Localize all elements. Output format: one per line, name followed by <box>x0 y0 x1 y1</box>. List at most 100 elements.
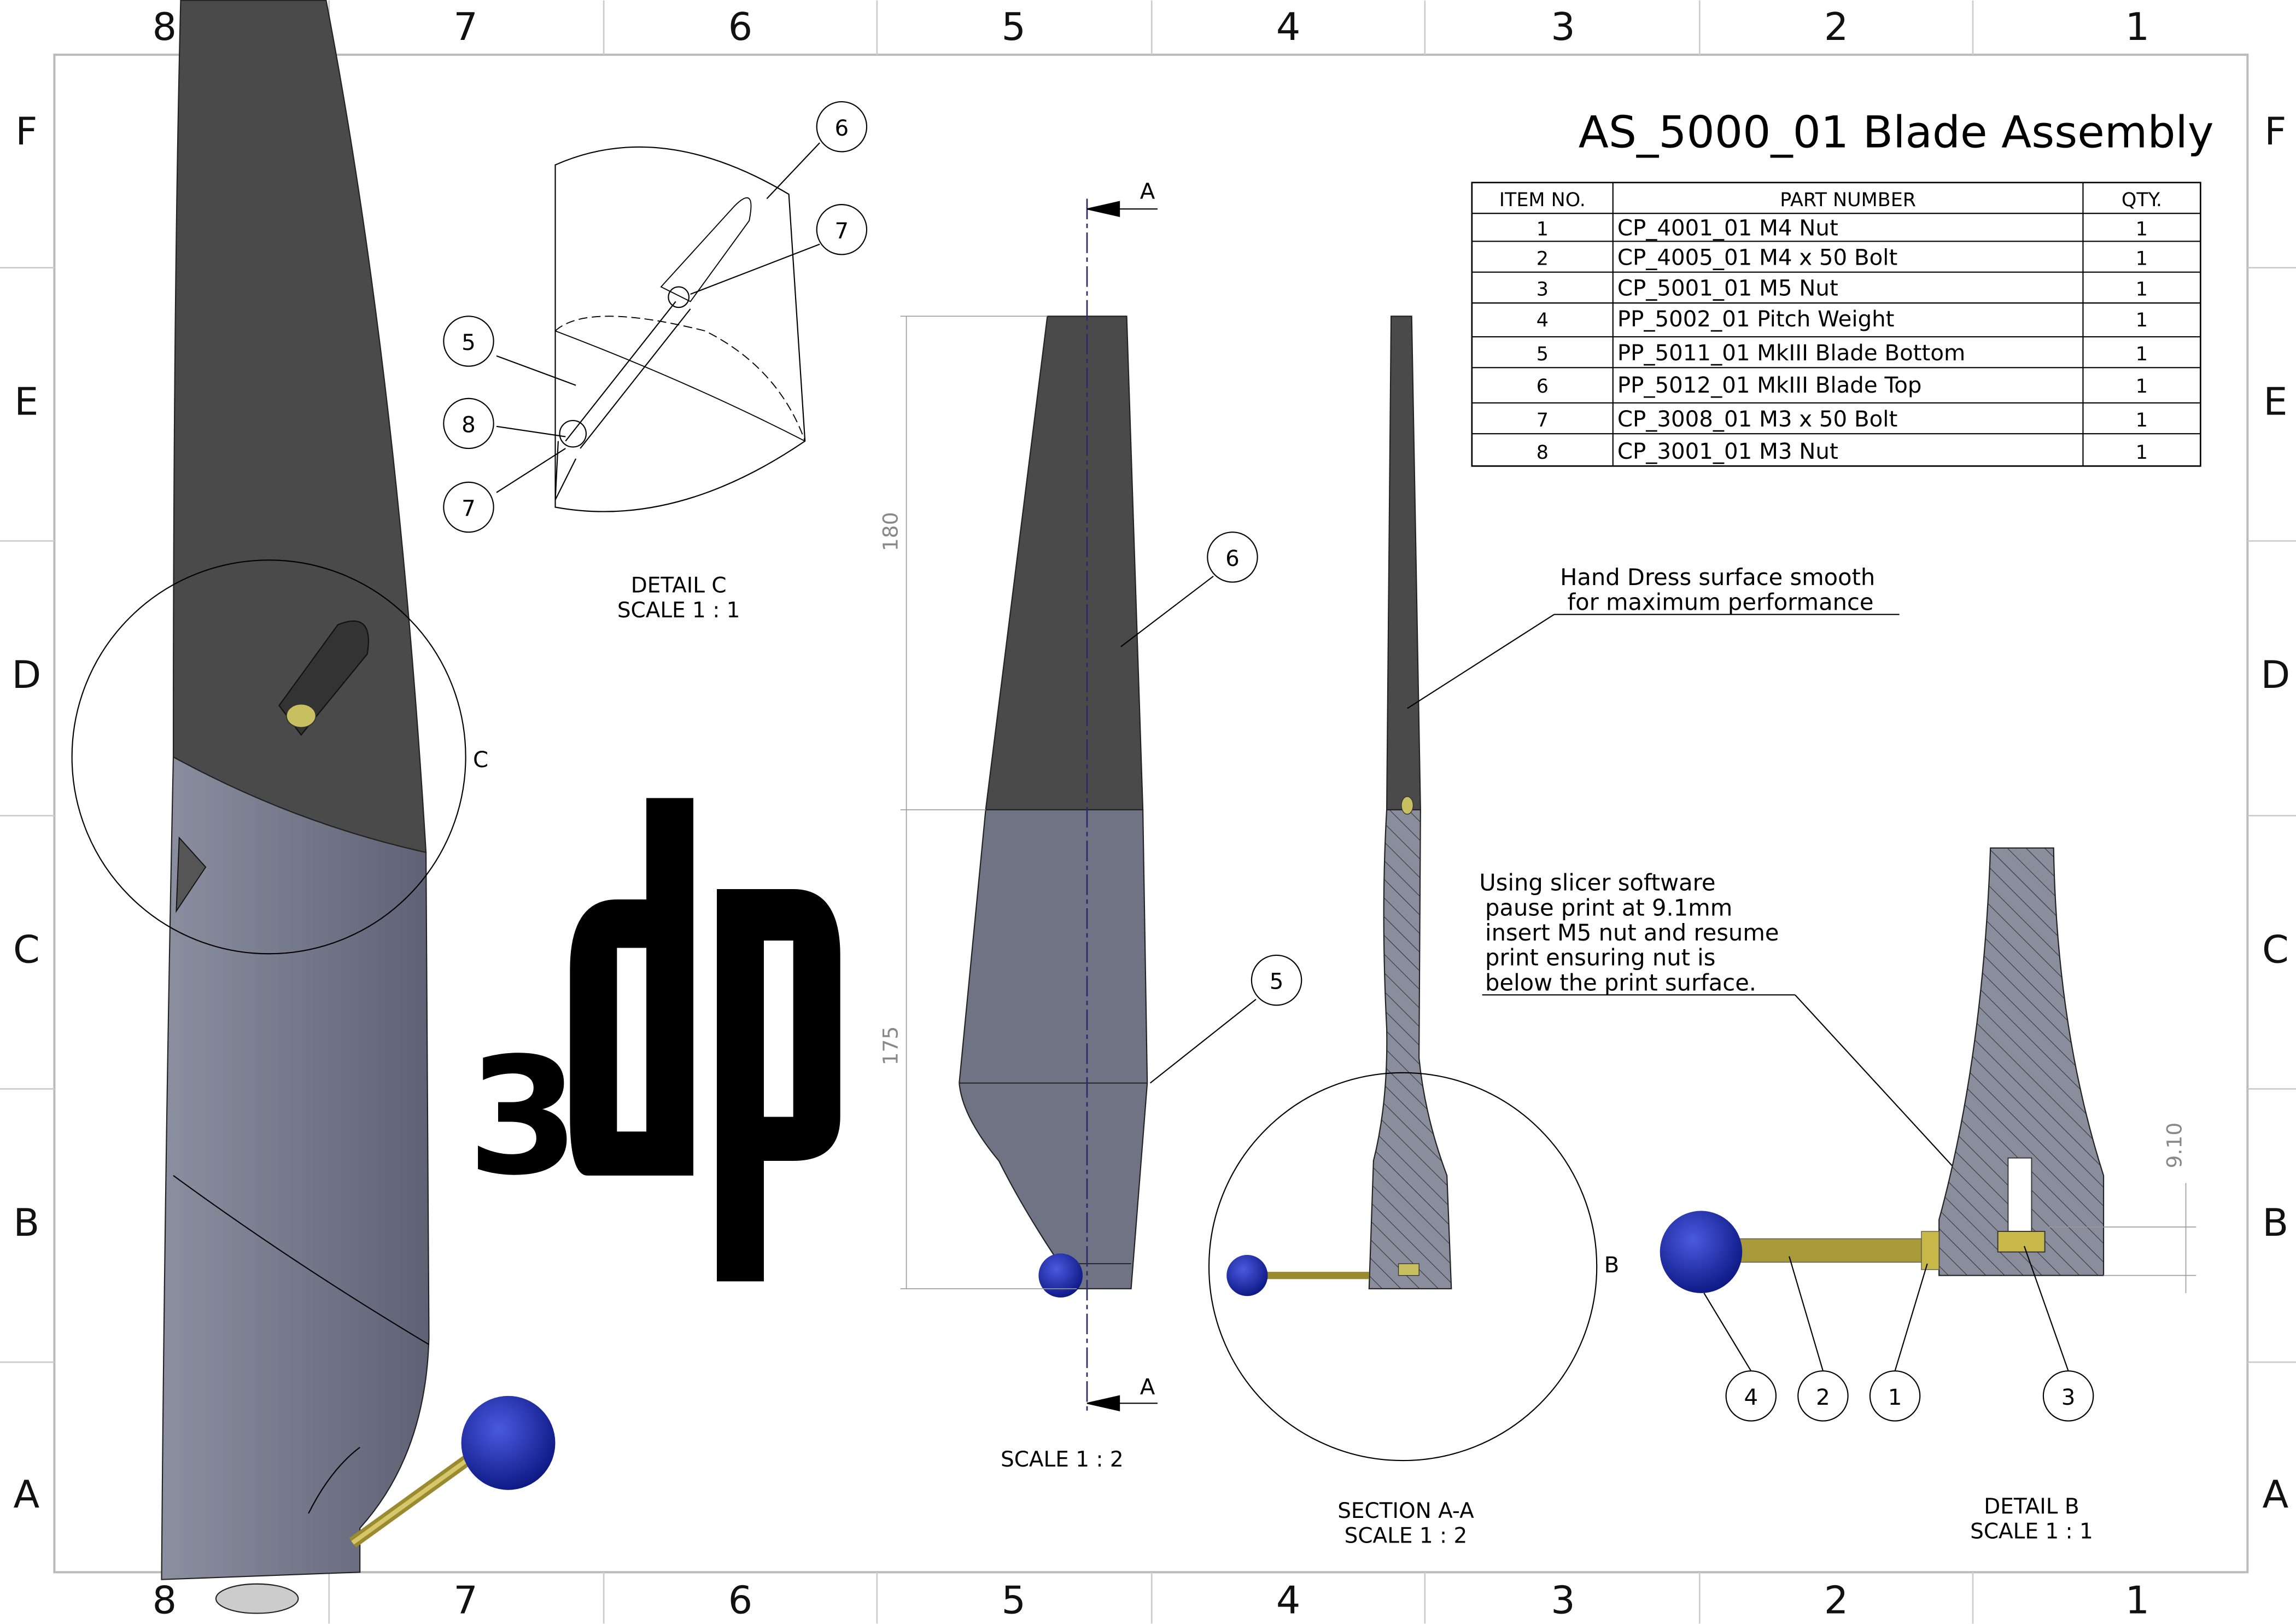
zone-row-label: F <box>2264 109 2286 154</box>
bom-header-item: ITEM NO. <box>1499 189 1586 211</box>
bom-part: CP_5001_01 M5 Nut <box>1617 276 1838 301</box>
zone-col-label: 3 <box>1551 5 1575 49</box>
svg-text:pause print at 9.1mm: pause print at 9.1mm <box>1485 894 1732 921</box>
bom-part: PP_5012_01 MkIII Blade Top <box>1617 372 1922 398</box>
bom-qty: 1 <box>2136 309 2148 331</box>
detail-c-scale: SCALE 1 : 1 <box>617 598 740 623</box>
balloon-2: 2 <box>1797 1370 1849 1422</box>
svg-text:Hand Dress surface smooth: Hand Dress surface smooth <box>1560 564 1875 591</box>
balloon-4: 4 <box>1725 1370 1777 1422</box>
balloon-7: 7 <box>816 204 868 255</box>
balloon-6: 6 <box>1207 531 1258 583</box>
detail-c-view: 6 7 5 8 7 DETAIL C SCALE 1 : 1 <box>443 101 868 623</box>
svg-text:insert M5 nut and resume: insert M5 nut and resume <box>1485 919 1779 946</box>
zone-row-label: C <box>2262 927 2289 972</box>
zone-col-label: 7 <box>453 1578 477 1622</box>
balloon-6: 6 <box>816 101 868 153</box>
zone-row-label: E <box>2263 379 2287 424</box>
svg-text:below the print surface.: below the print surface. <box>1485 969 1756 996</box>
svg-text:7: 7 <box>461 496 476 522</box>
bom-item: 8 <box>1536 442 1549 464</box>
zone-row-label: A <box>2262 1473 2288 1517</box>
svg-text:5: 5 <box>461 330 476 355</box>
zone-row-label: D <box>11 653 41 697</box>
detail-b-circle-label: B <box>1604 1252 1620 1278</box>
zone-col-label: 8 <box>153 5 177 49</box>
bom-part: PP_5002_01 Pitch Weight <box>1617 306 1895 332</box>
balloon-3: 3 <box>2042 1370 2094 1422</box>
dimension-180: 180 <box>878 512 902 551</box>
m4-nut <box>1921 1231 1939 1270</box>
svg-text:5: 5 <box>1270 969 1284 995</box>
note-slicer: Using slicer software pause print at 9.1… <box>1479 869 2013 1232</box>
pitch-weight-ball <box>1226 1254 1268 1296</box>
svg-text:print ensuring nut is: print ensuring nut is <box>1485 944 1715 971</box>
drawing-title: AS_5000_01 Blade Assembly <box>1579 107 2214 158</box>
m4-bolt <box>1737 1238 1925 1263</box>
bom-qty: 1 <box>2136 248 2148 270</box>
section-arrow-top <box>1086 201 1158 217</box>
front-view-scale: SCALE 1 : 2 <box>1001 1447 1124 1472</box>
zone-row-label: A <box>13 1473 39 1517</box>
bom-header-qty: QTY. <box>2122 189 2162 211</box>
bom-row: 4 PP_5002_01 Pitch Weight 1 <box>1536 306 2148 332</box>
dimension-175: 175 <box>878 1026 902 1066</box>
bom-part: CP_3001_01 M3 Nut <box>1617 439 1838 464</box>
detail-b-view: 9.10 4 2 1 3 DETAIL B SCALE 1 : 1 <box>1660 847 2196 1544</box>
balloon-8: 8 <box>443 398 494 449</box>
zone-col-label: 1 <box>2125 1578 2149 1622</box>
bom-qty: 1 <box>2136 442 2148 464</box>
bom-qty: 1 <box>2136 279 2148 301</box>
zone-col-label: 5 <box>1001 1578 1025 1622</box>
balloon-7: 7 <box>443 481 494 533</box>
section-arrow-bottom <box>1086 1395 1158 1412</box>
blade-bottom-part <box>161 756 430 1580</box>
balloon-5: 5 <box>1251 954 1302 1006</box>
bom-qty: 1 <box>2136 376 2148 398</box>
dimension-9-10: 9.10 <box>2162 1123 2186 1169</box>
section-marker: A <box>1140 178 1155 204</box>
m3-nut-icon <box>285 703 317 728</box>
bom-item: 2 <box>1536 248 1549 270</box>
zone-col-label: 5 <box>1001 5 1025 49</box>
svg-text:for maximum performance: for maximum performance <box>1567 589 1873 616</box>
pitch-weight-ball <box>461 1395 556 1490</box>
zone-row-label: B <box>2262 1201 2288 1245</box>
detail-b-circle[interactable] <box>1208 1072 1598 1462</box>
zone-col-label: 7 <box>453 5 477 49</box>
svg-text:3: 3 <box>2061 1385 2076 1410</box>
zone-col-label: 6 <box>728 1578 752 1622</box>
svg-text:2: 2 <box>1816 1385 1830 1410</box>
svg-text:3: 3 <box>467 1023 580 1211</box>
bom-part: PP_5011_01 MkIII Blade Bottom <box>1617 340 1965 366</box>
zone-col-label: 4 <box>1276 5 1300 49</box>
bom-item: 5 <box>1536 343 1549 365</box>
zone-col-label: 3 <box>1551 1578 1575 1622</box>
svg-text:7: 7 <box>835 218 849 244</box>
balloon-1: 1 <box>1869 1370 1921 1422</box>
zone-col-label: 2 <box>1824 5 1848 49</box>
svg-text:Using slicer software: Using slicer software <box>1479 869 1715 896</box>
isometric-blade-view: C <box>71 0 556 1614</box>
bom-item: 1 <box>1536 219 1549 241</box>
svg-text:6: 6 <box>835 115 849 141</box>
bom-qty: 1 <box>2136 219 2148 241</box>
note-hand-dress: Hand Dress surface smooth for maximum pe… <box>1560 564 1875 616</box>
zone-col-label: 4 <box>1276 1578 1300 1622</box>
bom-item: 4 <box>1536 309 1549 331</box>
bom-header-part: PART NUMBER <box>1780 189 1916 211</box>
front-view: A A 180 175 6 5 SCALE 1 : 2 <box>878 178 1302 1472</box>
bom-item: 6 <box>1536 376 1549 398</box>
section-a-a-label: SECTION A-A <box>1337 1499 1474 1523</box>
zone-col-label: 2 <box>1824 1578 1848 1622</box>
detail-c-circle[interactable] <box>71 559 466 955</box>
blade-top-part <box>985 316 1144 811</box>
bom-item: 3 <box>1536 279 1549 301</box>
bom-row: 6 PP_5012_01 MkIII Blade Top 1 <box>1536 372 2148 398</box>
